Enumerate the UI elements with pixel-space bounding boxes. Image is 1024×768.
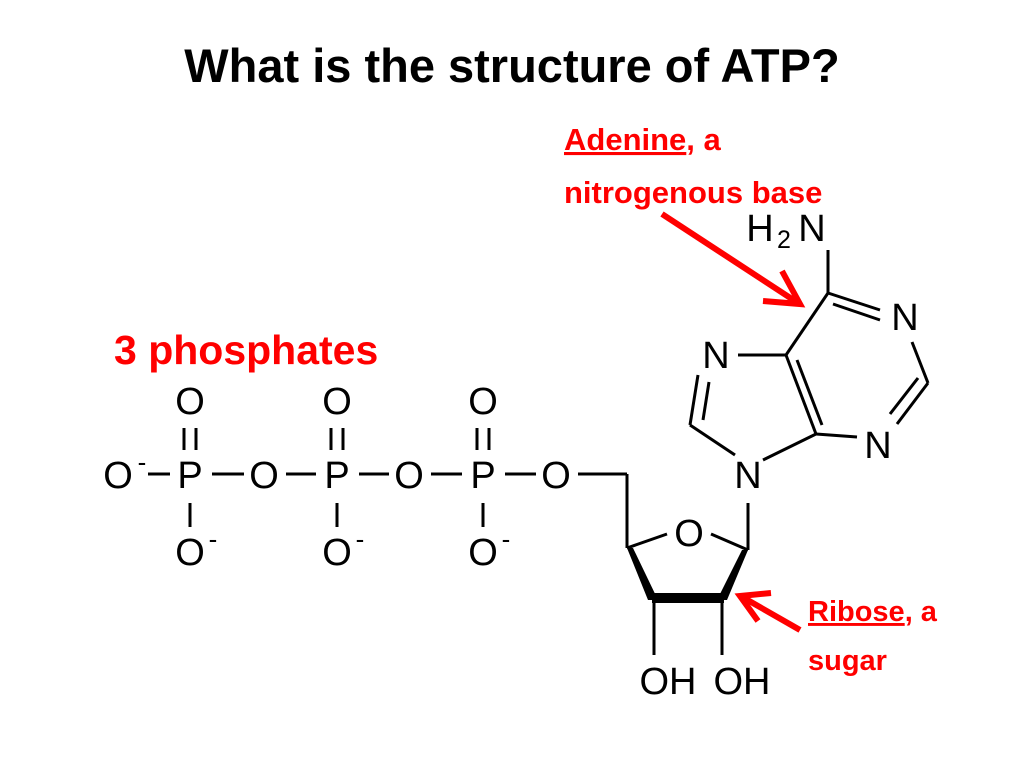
phosphorus-atom-2: P [324,455,349,497]
bond [910,341,930,384]
bond [895,382,930,425]
bond [827,291,881,312]
bond [626,532,668,550]
double-bond [701,381,711,421]
bond [784,292,830,356]
arrow-to-adenine [660,211,797,304]
double-bond [832,302,881,322]
nitrogen-n9: N [734,455,761,497]
arrow-to-ribose [742,595,802,633]
callout-ribose-name: Ribose [808,596,905,628]
charge-minus: - [356,524,365,554]
ribose-ring: O OH OH [625,474,771,703]
bridging-oxygen-1: O [249,455,279,497]
hydroxyl-group-1: OH [640,661,697,703]
callout-phosphates: 3 phosphates [114,327,378,373]
callout-adenine: Adenine, a nitrogenous base [564,122,822,308]
double-bonded-oxygen-1: O [175,381,205,423]
ester-oxygen: O [541,455,571,497]
charge-minus: - [209,524,218,554]
nitrogen-n1: N [891,297,918,339]
bond [710,532,749,552]
double-bond [795,359,824,426]
subscript-two: 2 [777,226,791,254]
double-bond [888,377,920,415]
adenine-base: N N N N H 2 N [688,208,930,497]
charge-minus: - [502,524,511,554]
oxygen-anion-2: O [322,532,352,574]
slide-title: What is the structure of ATP? [184,39,840,92]
callout-ribose-line2: sugar [808,645,887,677]
nitrogen-n7: N [702,335,729,377]
bond [815,432,858,439]
callout-phosphates-label: 3 phosphates [114,327,378,373]
bond [688,374,700,426]
double-bonded-oxygen-2: O [322,381,352,423]
callout-adenine-line2: nitrogenous base [564,175,822,210]
arrow-head [734,590,772,623]
amine-hydrogen: H [746,208,773,250]
charge-minus: - [138,447,147,477]
hydroxyl-group-2: OH [714,661,771,703]
bond [762,432,817,462]
terminal-oxygen-left: O [103,455,133,497]
phosphorus-atom-1: P [177,455,202,497]
oxygen-anion-3: O [468,532,498,574]
bond [689,423,736,457]
oxygen-anion-1: O [175,532,205,574]
callout-adenine-name: Adenine [564,122,686,157]
triphosphate-chain: O - P O O - O P O O - O P O O - O [103,381,627,574]
ring-oxygen: O [674,513,704,555]
callout-ribose: Ribose, a sugar [734,590,938,677]
wedge-bond [627,548,658,600]
amine-nitrogen: N [798,208,825,250]
callout-adenine-line1: Adenine, a [564,122,722,157]
bridging-oxygen-2: O [394,455,424,497]
phosphorus-atom-3: P [470,455,495,497]
callout-adenine-rest: , a [686,122,721,157]
double-bonded-oxygen-3: O [468,381,498,423]
arrow-head [762,269,806,308]
callout-ribose-line1: Ribose, a [808,596,938,628]
callout-ribose-rest: , a [905,596,938,628]
bond [784,354,818,435]
nitrogen-n3: N [864,425,891,467]
wedge-bond [717,550,748,600]
